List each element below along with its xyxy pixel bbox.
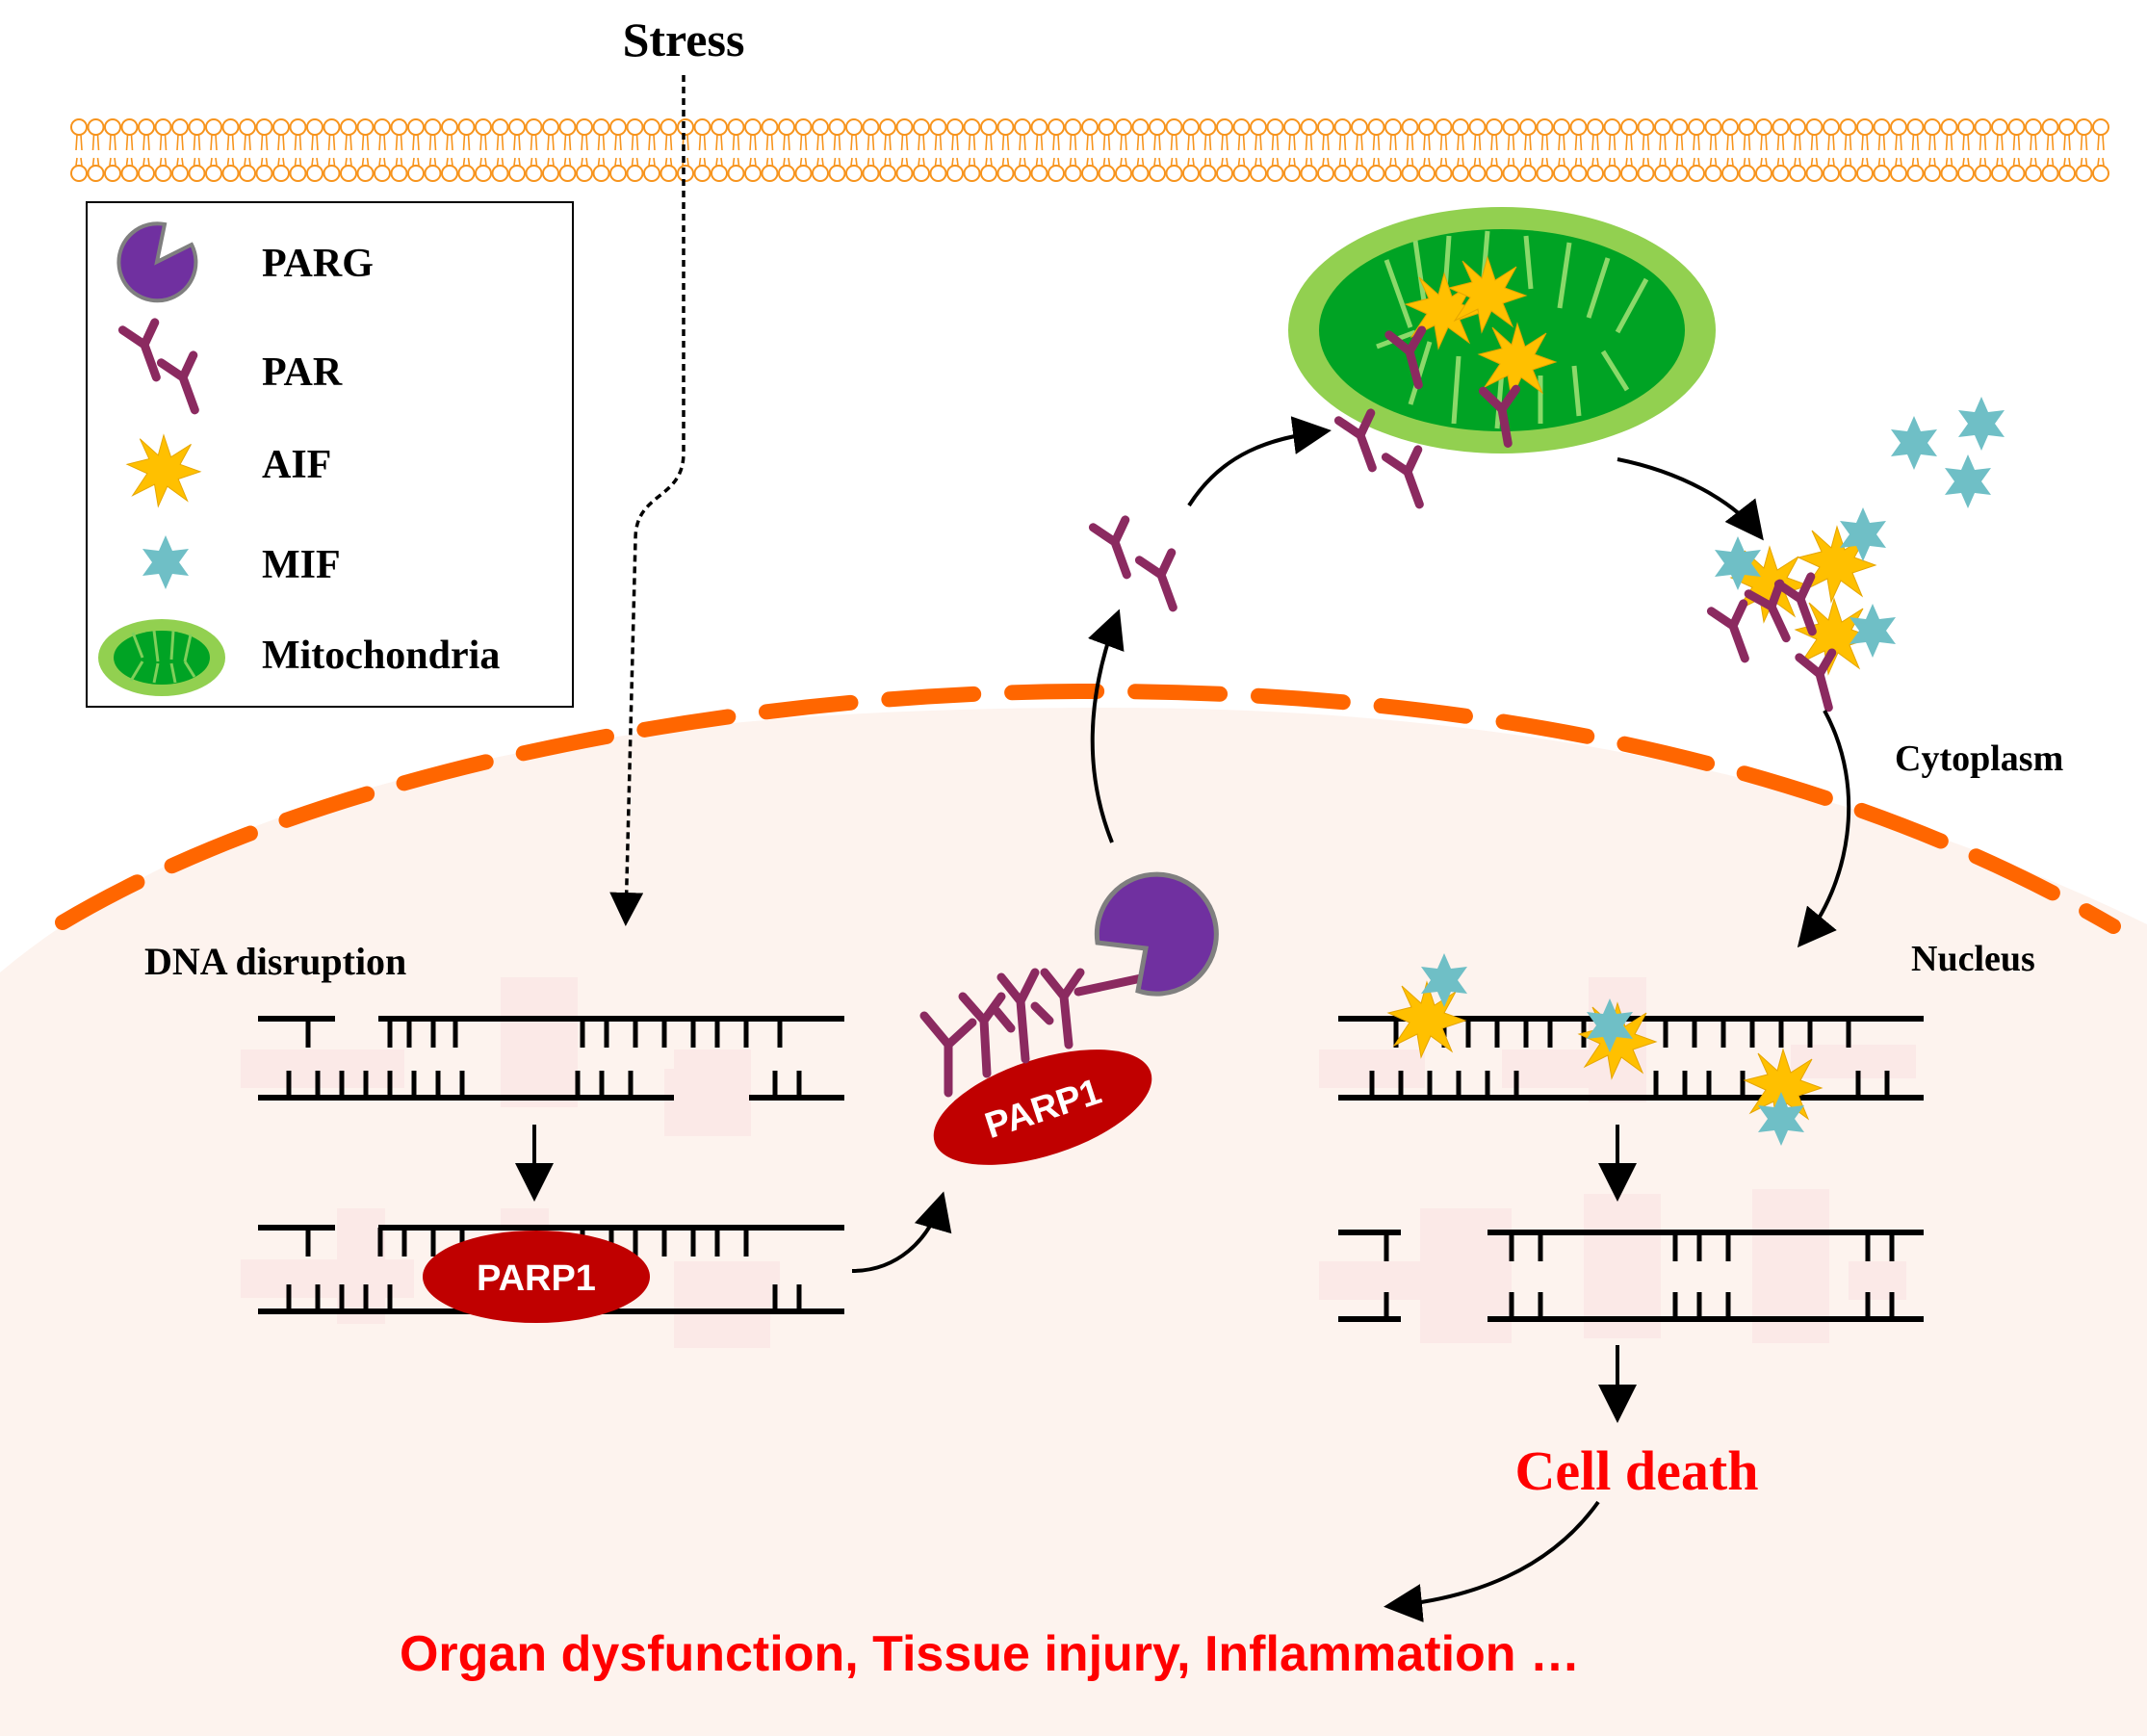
dna-disruption-label: DNA disruption (144, 940, 406, 983)
parp1-bound: PARP1 (423, 1231, 650, 1323)
parp1-parylated: PARP1 (919, 871, 1219, 1165)
stress-dashed-arrow (609, 75, 685, 926)
stress-title: Stress (623, 13, 745, 66)
mitochondrion (1288, 207, 1716, 453)
legend-label-aif: AIF (262, 443, 331, 487)
released-mif (1891, 397, 2005, 508)
legend-label-parg: PARG (262, 242, 374, 286)
legend-label-mif: MIF (262, 543, 341, 587)
arrow-complex-to-nucleus (1797, 710, 1851, 948)
parg-icon (116, 221, 198, 303)
arrow-mitochondria-to-complex (1617, 457, 1764, 541)
arrow-cell-death-to-outcome (1384, 1500, 1600, 1622)
free-par (1093, 516, 1189, 612)
cytoplasm-label: Cytoplasm (1895, 738, 2063, 779)
parp1-bound-label: PARP1 (477, 1258, 596, 1299)
arrow-par-to-mitochondria (1187, 416, 1332, 507)
par-chains (919, 968, 1151, 1098)
legend-label-par: PAR (262, 350, 343, 395)
cell-membrane (70, 118, 2109, 182)
aif-mif-par-complex (1711, 507, 1896, 712)
mitochondria-icon (98, 619, 225, 696)
cell-death-label: Cell death (1515, 1439, 1759, 1502)
arrow-parp1-release (851, 1191, 952, 1273)
parg-enzyme (1094, 871, 1219, 997)
outcome-label: Organ dysfunction, Tissue injury, Inflam… (400, 1626, 1580, 1682)
nucleus-region (0, 708, 2147, 1736)
legend-label-mitochondria: Mitochondria (262, 634, 500, 678)
arrow-parp1-to-par (1088, 609, 1125, 843)
nucleus-label: Nucleus (1911, 939, 2035, 979)
nuclear-envelope (55, 683, 2121, 934)
legend: PARG PAR AIF MIF Mitochondria (86, 201, 574, 708)
